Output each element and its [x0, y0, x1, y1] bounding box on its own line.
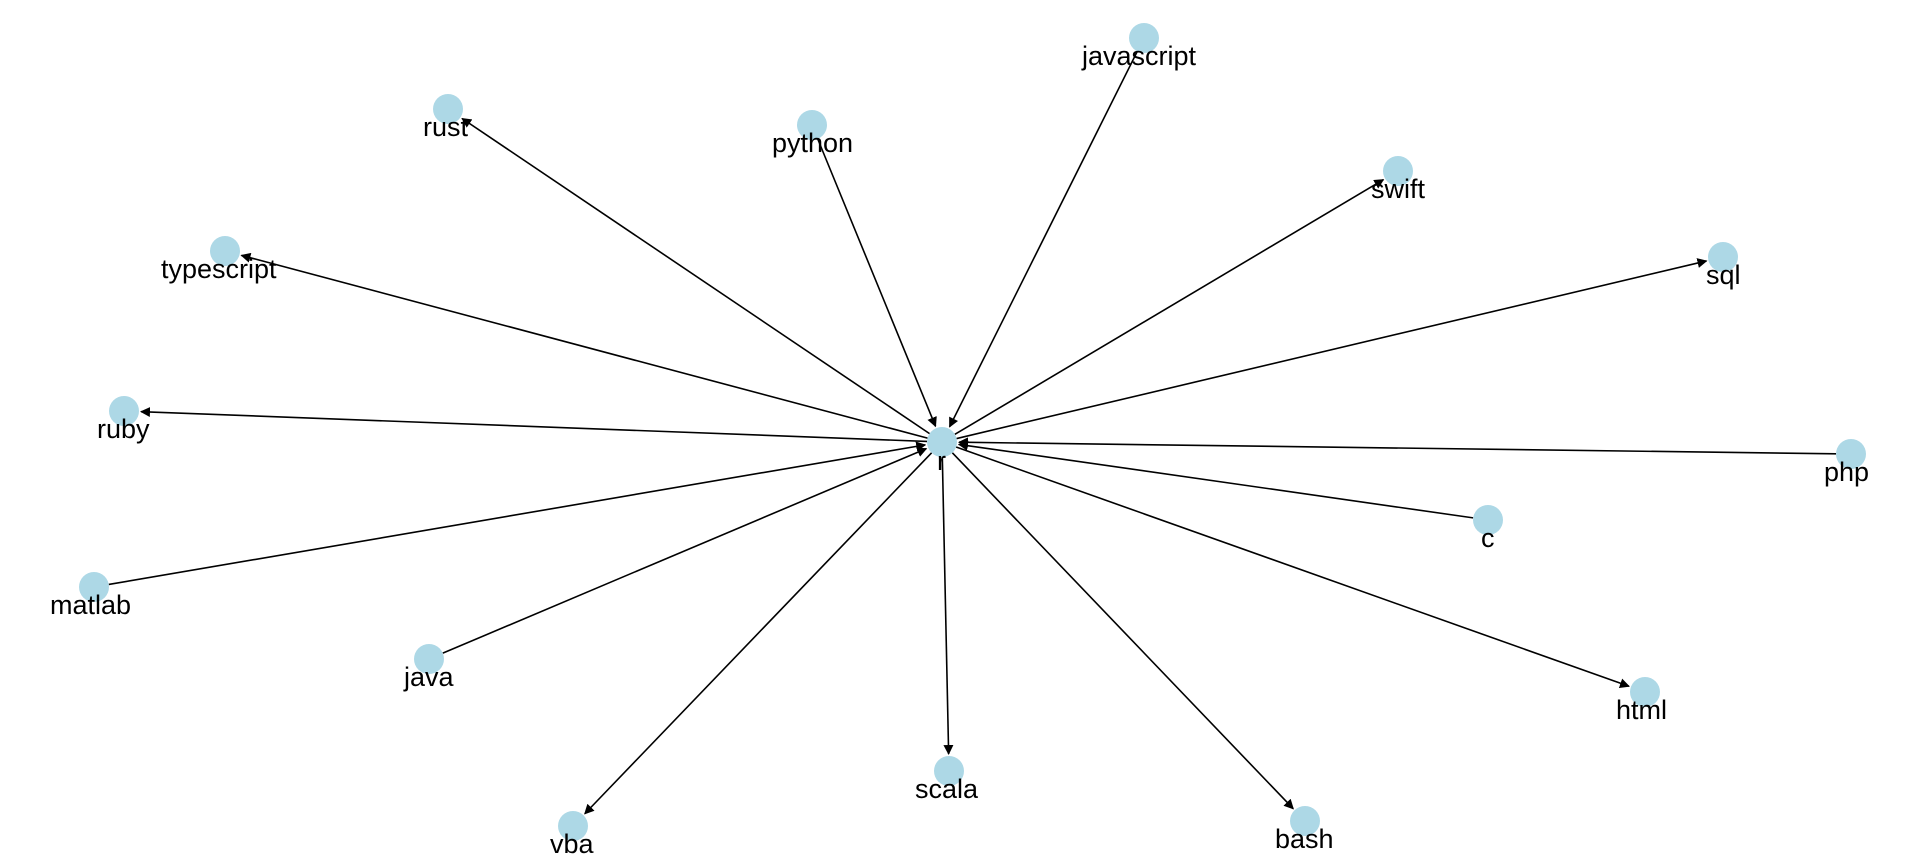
node-label-vba: vba [550, 829, 595, 859]
node-label-ruby: ruby [97, 414, 150, 444]
node-label-html: html [1616, 695, 1667, 725]
node-label-php: php [1824, 457, 1869, 487]
edge-r-ruby [139, 406, 928, 443]
node-vba [558, 811, 588, 841]
node-python [797, 110, 827, 140]
edge-r-bash [951, 452, 1294, 810]
node-matlab [79, 572, 109, 602]
edge-r-swift [954, 178, 1385, 436]
labels-layer: r rust python javascript swift sql typescript r… [50, 41, 1869, 859]
node-label-c: c [1481, 523, 1495, 553]
node-r [927, 427, 957, 457]
node-label-javascript: javascript [1081, 41, 1197, 71]
node-php [1836, 439, 1866, 469]
node-label-python: python [772, 128, 853, 158]
node-javascript [1129, 23, 1159, 53]
edge-r-php [957, 437, 1837, 455]
nodes-layer [79, 23, 1866, 841]
node-swift [1383, 156, 1413, 186]
node-bash [1290, 806, 1320, 836]
edge-r-typescript [240, 252, 928, 439]
node-typescript [210, 236, 240, 266]
node-scala [934, 756, 964, 786]
node-rust [433, 94, 463, 124]
edge-r-python [816, 138, 937, 428]
node-label-bash: bash [1275, 824, 1334, 854]
node-c [1473, 505, 1503, 535]
node-ruby [109, 396, 139, 426]
node-label-typescript: typescript [161, 254, 277, 284]
node-label-java: java [403, 662, 455, 692]
edges-layer [108, 51, 1837, 815]
node-sql [1708, 242, 1738, 272]
edge-r-javascript [948, 51, 1139, 428]
node-label-rust: rust [423, 112, 469, 142]
node-html [1630, 677, 1660, 707]
edge-r-matlab [108, 441, 927, 586]
node-label-swift: swift [1371, 174, 1425, 204]
node-label-r: r [937, 446, 946, 476]
edge-r-c [957, 440, 1474, 519]
edge-r-html [955, 446, 1630, 688]
edge-r-java [442, 447, 928, 654]
edge-r-vba [584, 452, 933, 815]
node-label-sql: sql [1706, 260, 1741, 290]
edge-r-scala [941, 456, 954, 756]
node-label-matlab: matlab [50, 590, 131, 620]
node-label-scala: scala [915, 774, 979, 804]
edge-r-rust [461, 117, 931, 435]
node-java [414, 644, 444, 674]
edge-r-sql [956, 258, 1708, 440]
